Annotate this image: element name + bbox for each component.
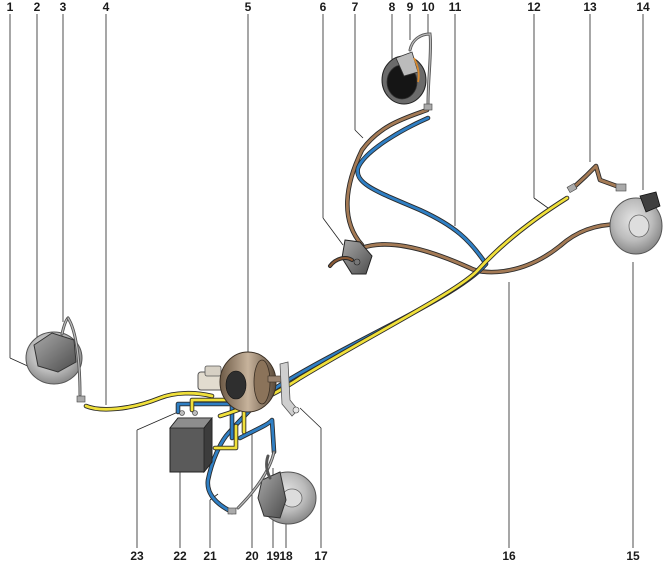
- front-left-brake: [25, 316, 86, 403]
- callout-9: 9: [407, 0, 414, 14]
- brake-booster: [197, 351, 283, 413]
- callout-4: 4: [103, 0, 110, 14]
- callout-labels: 1 2 3 4 5 6 7 8 9 10 11 12 13 14 23 22 2…: [7, 0, 650, 563]
- callout-8: 8: [389, 0, 396, 14]
- pressure-regulator: [328, 239, 373, 275]
- callout-17: 17: [314, 549, 328, 563]
- callout-12: 12: [527, 0, 541, 14]
- callout-2: 2: [34, 0, 41, 14]
- callout-10: 10: [421, 0, 435, 14]
- callout-7: 7: [352, 0, 359, 14]
- callout-5: 5: [245, 0, 252, 14]
- callout-23: 23: [130, 549, 144, 563]
- brake-pipes: [83, 107, 635, 515]
- callout-22: 22: [173, 549, 187, 563]
- callout-14: 14: [636, 0, 650, 14]
- rear-right-brake: [566, 182, 663, 255]
- callout-19: 19: [266, 549, 280, 563]
- callout-18: 18: [279, 549, 293, 563]
- leader-lines: [9, 14, 644, 548]
- callout-16: 16: [502, 549, 516, 563]
- rear-left-brake: [381, 32, 433, 111]
- callout-11: 11: [449, 0, 462, 14]
- callout-3: 3: [60, 0, 67, 14]
- callout-6: 6: [320, 0, 327, 14]
- callout-21: 21: [203, 549, 217, 563]
- pipe-bracket: [279, 361, 300, 417]
- abs-unit: [169, 410, 213, 474]
- callout-20: 20: [245, 549, 259, 563]
- callout-13: 13: [583, 0, 597, 14]
- front-right-brake: [227, 450, 317, 525]
- callout-15: 15: [626, 549, 640, 563]
- callout-1: 1: [7, 0, 14, 14]
